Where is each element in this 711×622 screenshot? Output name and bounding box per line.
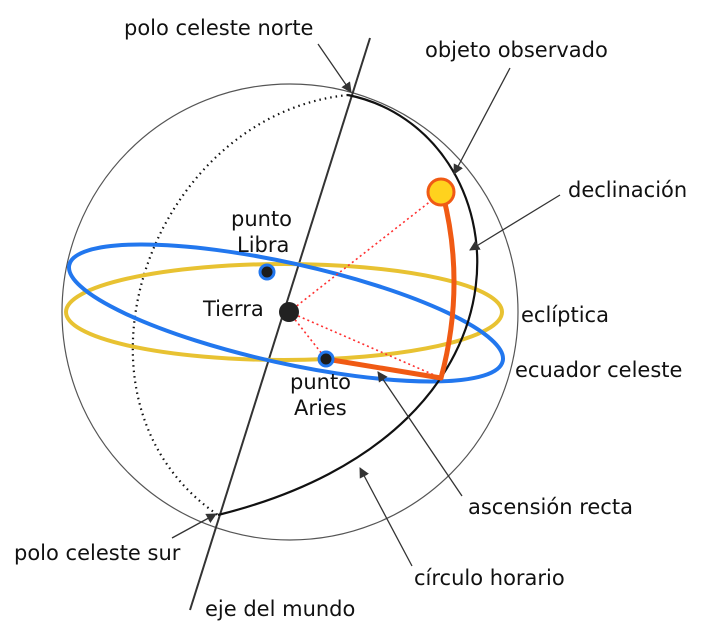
- ecliptic-ellipse: [64, 262, 504, 362]
- celestial-equator-label: ecuador celeste: [515, 358, 682, 382]
- world-axis-line: [189, 37, 371, 611]
- aries-point-label-line1: punto: [290, 370, 351, 394]
- celestial-sphere-outline: [61, 83, 519, 541]
- south-pole-leader: [171, 513, 217, 539]
- observed-object-marker: [426, 177, 456, 207]
- declination-leader: [469, 194, 561, 251]
- hour-circle-front: [217, 93, 479, 517]
- right-ascension-leader: [377, 371, 463, 497]
- observed-object-label: objeto observado: [425, 38, 608, 62]
- libra-point-label-line1: punto: [231, 207, 292, 231]
- south-pole-label: polo celeste sur: [14, 541, 181, 565]
- object-leader: [453, 67, 511, 175]
- earth-marker: [279, 302, 299, 322]
- libra-point-marker: [258, 263, 276, 281]
- celestial-equator-ellipse: [66, 242, 506, 384]
- aries-point-marker: [317, 350, 335, 368]
- right-ascension-arc: [323, 356, 444, 381]
- declination-label: declinación: [568, 178, 687, 202]
- earth-label: Tierra: [202, 297, 264, 321]
- declination-arc: [438, 192, 457, 381]
- ecliptic-label: eclíptica: [521, 303, 609, 327]
- right-ascension-label: ascensión recta: [468, 495, 633, 519]
- hour-circle-label: círculo horario: [414, 566, 565, 590]
- world-axis-label: eje del mundo: [205, 597, 355, 621]
- aries-point-label-line2: Aries: [294, 396, 347, 420]
- hour-circle-leader: [359, 467, 413, 567]
- earth-to-object-line: [288, 192, 442, 313]
- libra-point-label-line2: Libra: [237, 233, 289, 257]
- north-pole-leader: [317, 43, 352, 93]
- north-pole-label: polo celeste norte: [124, 16, 313, 40]
